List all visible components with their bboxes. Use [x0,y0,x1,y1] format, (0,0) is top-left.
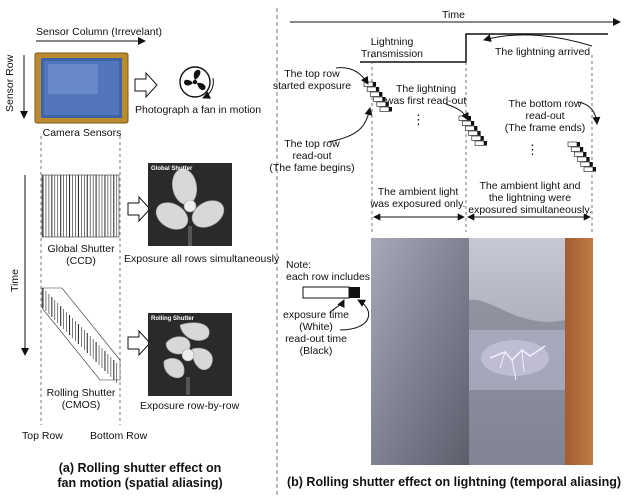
transmission-sublabel: Transmission [360,48,424,60]
arrow-right-icon [127,195,151,223]
lightning-photo [371,238,593,465]
note-text: each row includes [286,271,371,283]
rolling-photo-label: Rolling Shutter [151,316,194,322]
sensor-column-label: Sensor Column (Irrevelant) [36,26,163,38]
row-legend-bar [302,286,360,299]
lightning-first-line2: was first read-out [385,95,467,107]
pointer-top-row-started [335,67,369,85]
pointer-exposure-time [329,299,345,313]
pointer-lightning-arrived [483,34,593,47]
exposure-time-label: exposure time [283,309,349,321]
caption-a-line2: fan motion (spatial aliasing) [57,476,223,490]
ambient-only-line1: The ambient light [377,186,459,198]
camera-sensors-label: Camera Sensors [42,127,122,139]
time-axis-label-a: Time [9,269,21,292]
pointer-readout-time [339,299,369,331]
photograph-fan-label: Photograph a fan in motion [135,104,262,116]
fan-icon [179,66,214,99]
time-axis-label-b: Time [442,9,465,21]
top-row-readout-line1: The top row [284,138,340,150]
caption-b: (b) Rolling shutter effect on lightning … [286,475,622,489]
global-shutter-photo [148,163,232,246]
rolling-shutter-pattern [41,287,121,383]
pointer-first-readout [445,103,469,121]
bottom-row-readout-line3: (The frame ends) [504,122,586,134]
ambient-lightning-line2: the lightning were [488,192,572,204]
ambient-lightning-line1: The ambient light and [479,180,581,192]
lightning-first-line1: The lightning [395,83,457,95]
arrow-right-icon [134,71,158,99]
exposure-row-label: Exposure row-by-row [140,400,240,412]
ellipsis-1: ⋮ [412,112,425,127]
rolling-shutter-photo [148,313,232,396]
readout-time-label: read-out time [285,333,347,345]
top-row-label: Top Row [22,430,63,442]
ambient-lightning-line3: exposured simultaneously. [468,204,592,216]
top-row-started-line2: started exposure [272,80,352,92]
global-shutter-label: Global Shutter [47,243,115,255]
transmission-label: Lightning [370,36,414,48]
ambient-only-line2: was exposured only. [370,198,466,210]
rolling-shutter-label: Rolling Shutter [46,387,116,399]
exposure-all-label: Exposure all rows simultaneously [124,253,280,265]
sensor-row-label: Sensor Row [4,54,16,112]
readout-time-sublabel: (Black) [299,345,333,357]
caption-a-line1: (a) Rolling shutter effect on [58,461,222,475]
ellipsis-2: ⋮ [526,142,539,157]
bottom-row-readout-line2: read-out [525,110,565,122]
pointer-top-row-readout [327,107,373,143]
exposure-time-sublabel: (White) [299,321,333,333]
global-photo-label: Global Shutter [151,166,193,172]
pointer-bottom-readout [577,101,601,125]
global-shutter-sublabel: (CCD) [66,255,96,267]
lightning-arrived-label: The lightning arrived [495,46,591,58]
bottom-row-readout-line1: The bottom row [508,98,582,110]
top-row-readout-line3: (The fame begins) [269,162,355,174]
global-shutter-pattern [41,174,120,238]
rolling-shutter-sublabel: (CMOS) [61,399,101,411]
note-label: Note: [286,259,312,271]
top-row-readout-line2: read-out [292,150,332,162]
arrow-right-icon [127,329,151,357]
bottom-row-label: Bottom Row [90,430,148,442]
lightning-transmission-signal [360,33,608,63]
camera-sensor-chip [34,52,129,124]
row-staircase-bottom [567,141,596,172]
row-staircase-middle [458,115,487,146]
top-row-started-line1: The top row [284,68,340,80]
